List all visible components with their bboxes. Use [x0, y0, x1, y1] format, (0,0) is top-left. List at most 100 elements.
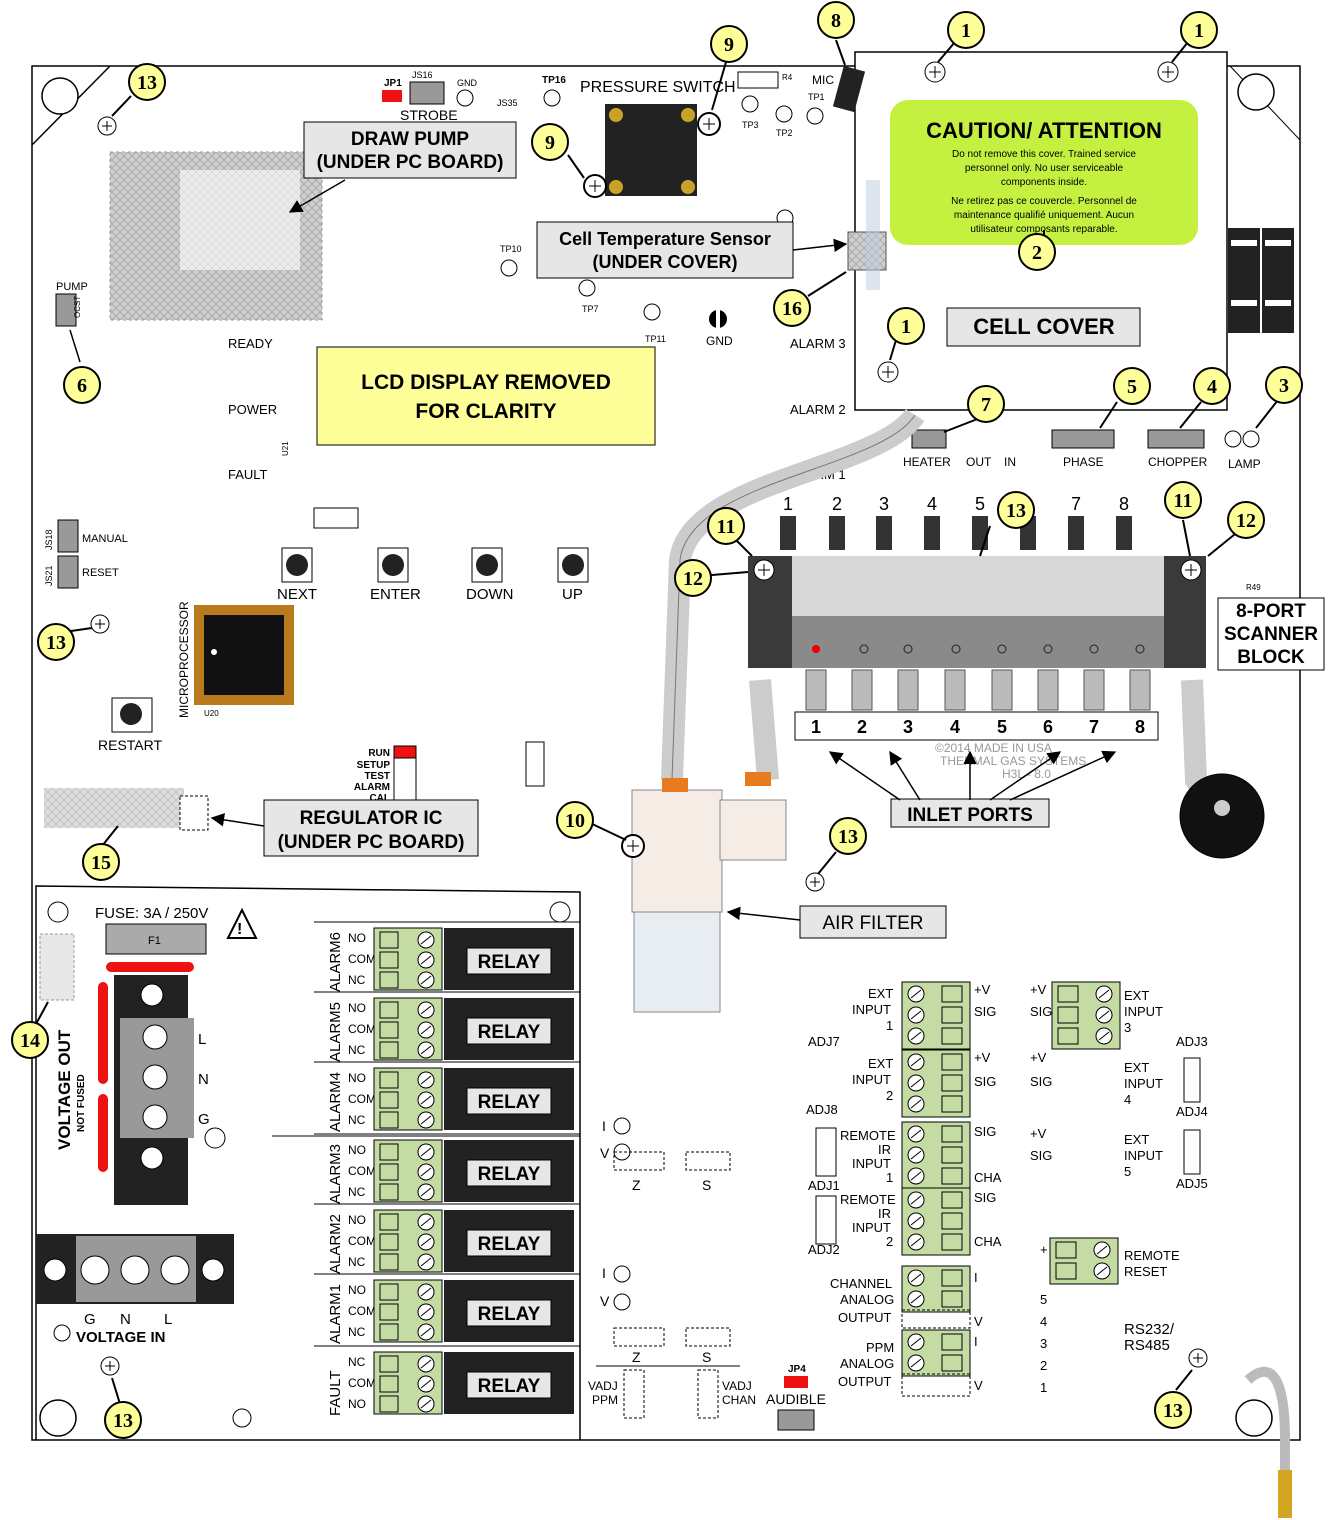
callout-11: 11: [1164, 481, 1202, 519]
svg-text:I: I: [602, 1118, 606, 1134]
io-label: INPUT: [852, 1220, 891, 1235]
mode-leds: RUN SETUP TEST ALARM CAL: [354, 741, 545, 804]
relay-pin-label: NO: [348, 1213, 366, 1227]
svg-text:3: 3: [879, 494, 889, 514]
svg-text:ADJ5: ADJ5: [1176, 1176, 1208, 1191]
svg-text:maintenance qualifié uniquemen: maintenance qualifié uniquement. Aucun: [954, 210, 1134, 221]
svg-text:THERMAL GAS SYSTEMS: THERMAL GAS SYSTEMS: [940, 754, 1086, 768]
relay-pin-label: NC: [348, 973, 366, 987]
svg-text:DOWN: DOWN: [466, 586, 514, 603]
io-label: V: [974, 1378, 983, 1393]
svg-text:S: S: [702, 1177, 711, 1193]
svg-text:R4: R4: [782, 73, 793, 82]
svg-text:TP16: TP16: [542, 75, 566, 86]
relay-label: RELAY: [478, 952, 541, 973]
relay-pin-label: COM: [348, 1092, 376, 1106]
svg-text:RS485: RS485: [1124, 1337, 1170, 1354]
svg-text:8: 8: [1119, 494, 1129, 514]
io-label: +V: [974, 982, 991, 997]
svg-text:ALARM 2: ALARM 2: [790, 402, 846, 417]
next-button[interactable]: NEXT: [277, 547, 317, 603]
svg-text:CAL: CAL: [369, 793, 390, 804]
io-label: EXT: [1124, 988, 1149, 1003]
scanner-jumpers: [780, 516, 1132, 550]
top-headers: JP1 JS16 STROBE GND JS35 TP16 PRESSURE S…: [382, 65, 866, 348]
svg-text:POWER: POWER: [228, 402, 277, 417]
svg-text:ENTER: ENTER: [370, 586, 421, 603]
svg-text:RS232/: RS232/: [1124, 1321, 1175, 1338]
callout-number: 9: [545, 132, 555, 154]
svg-text:OUT: OUT: [966, 455, 992, 469]
svg-text:Z: Z: [632, 1177, 641, 1193]
callout-5: 5: [1113, 367, 1151, 405]
screw-icon: [621, 834, 645, 858]
svg-text:(UNDER COVER): (UNDER COVER): [592, 252, 737, 272]
relay-pin-label: COM: [348, 952, 376, 966]
svg-text:LAMP: LAMP: [1228, 457, 1261, 471]
relay-pin-label: COM: [348, 1234, 376, 1248]
io-label: 1: [886, 1018, 893, 1033]
io-label: SIG: [1030, 1004, 1052, 1019]
callout-13: 13: [997, 491, 1035, 529]
callout-number: 3: [1279, 375, 1289, 397]
callout-6: 6: [63, 366, 101, 404]
callout-14: 14: [11, 1021, 49, 1059]
callout-3: 3: [1265, 366, 1303, 404]
callout-number: 4: [1207, 376, 1217, 398]
callout-number: 14: [20, 1030, 40, 1052]
relay-alarm-label: FAULT: [327, 1370, 344, 1416]
draw-pump-sub: (UNDER PC BOARD): [317, 152, 504, 173]
svg-text:MICROPROCESSOR: MICROPROCESSOR: [177, 601, 191, 718]
svg-text:1: 1: [811, 717, 821, 737]
down-button[interactable]: DOWN: [466, 547, 514, 603]
svg-text:GND: GND: [706, 334, 733, 348]
up-button[interactable]: UP: [557, 547, 589, 603]
draw-pump: DRAW PUMP (UNDER PC BOARD): [109, 121, 517, 321]
relay-pin-label: NO: [348, 1397, 366, 1411]
relay-pin-label: COM: [348, 1164, 376, 1178]
svg-text:TP1: TP1: [808, 92, 825, 102]
svg-text:G: G: [84, 1311, 96, 1328]
relay-pin-label: NO: [348, 1283, 366, 1297]
svg-text:R49: R49: [1246, 583, 1261, 592]
svg-text:PPM: PPM: [592, 1393, 618, 1407]
restart-button[interactable]: RESTART: [98, 697, 162, 753]
relay-alarm-label: ALARM4: [327, 1072, 344, 1132]
cell-cover: CAUTION/ ATTENTION Do not remove this co…: [847, 51, 1228, 411]
svg-text:INLET PORTS: INLET PORTS: [907, 805, 1033, 826]
callout-number: 8: [831, 10, 841, 32]
svg-text:L: L: [164, 1311, 172, 1328]
svg-text:ADJ2: ADJ2: [808, 1242, 840, 1257]
callout-number: 9: [724, 34, 734, 56]
io-label: INPUT: [852, 1072, 891, 1087]
relay-pin-label: NO: [348, 1001, 366, 1015]
screw-icon: [1180, 559, 1202, 581]
io-label: 5: [1124, 1164, 1131, 1179]
svg-text:STROBE: STROBE: [400, 107, 458, 123]
enter-button[interactable]: ENTER: [370, 547, 421, 603]
svg-text:N: N: [198, 1071, 209, 1088]
svg-text:7: 7: [1089, 717, 1099, 737]
cell-cover-label: CELL COVER: [973, 314, 1115, 339]
callout-number: 11: [1174, 490, 1193, 512]
side-connector: [1228, 228, 1294, 333]
io-label: SIG: [974, 1190, 996, 1205]
io-label: +: [1040, 1242, 1048, 1257]
io-label: INPUT: [852, 1156, 891, 1171]
svg-text:L: L: [198, 1031, 206, 1048]
svg-text:REGULATOR IC: REGULATOR IC: [300, 808, 443, 829]
io-label: I: [974, 1334, 978, 1349]
relay-pin-label: NC: [348, 1185, 366, 1199]
terminal-block: [901, 1121, 971, 1190]
svg-text:3: 3: [1040, 1336, 1047, 1351]
io-label: OUTPUT: [838, 1374, 892, 1389]
svg-text:AIR FILTER: AIR FILTER: [823, 913, 924, 934]
io-label: 3: [1124, 1020, 1131, 1035]
terminal-block: [901, 1049, 971, 1118]
inlet-fittings: [805, 669, 1151, 711]
microprocessor: MICROPROCESSOR U20: [177, 601, 294, 718]
